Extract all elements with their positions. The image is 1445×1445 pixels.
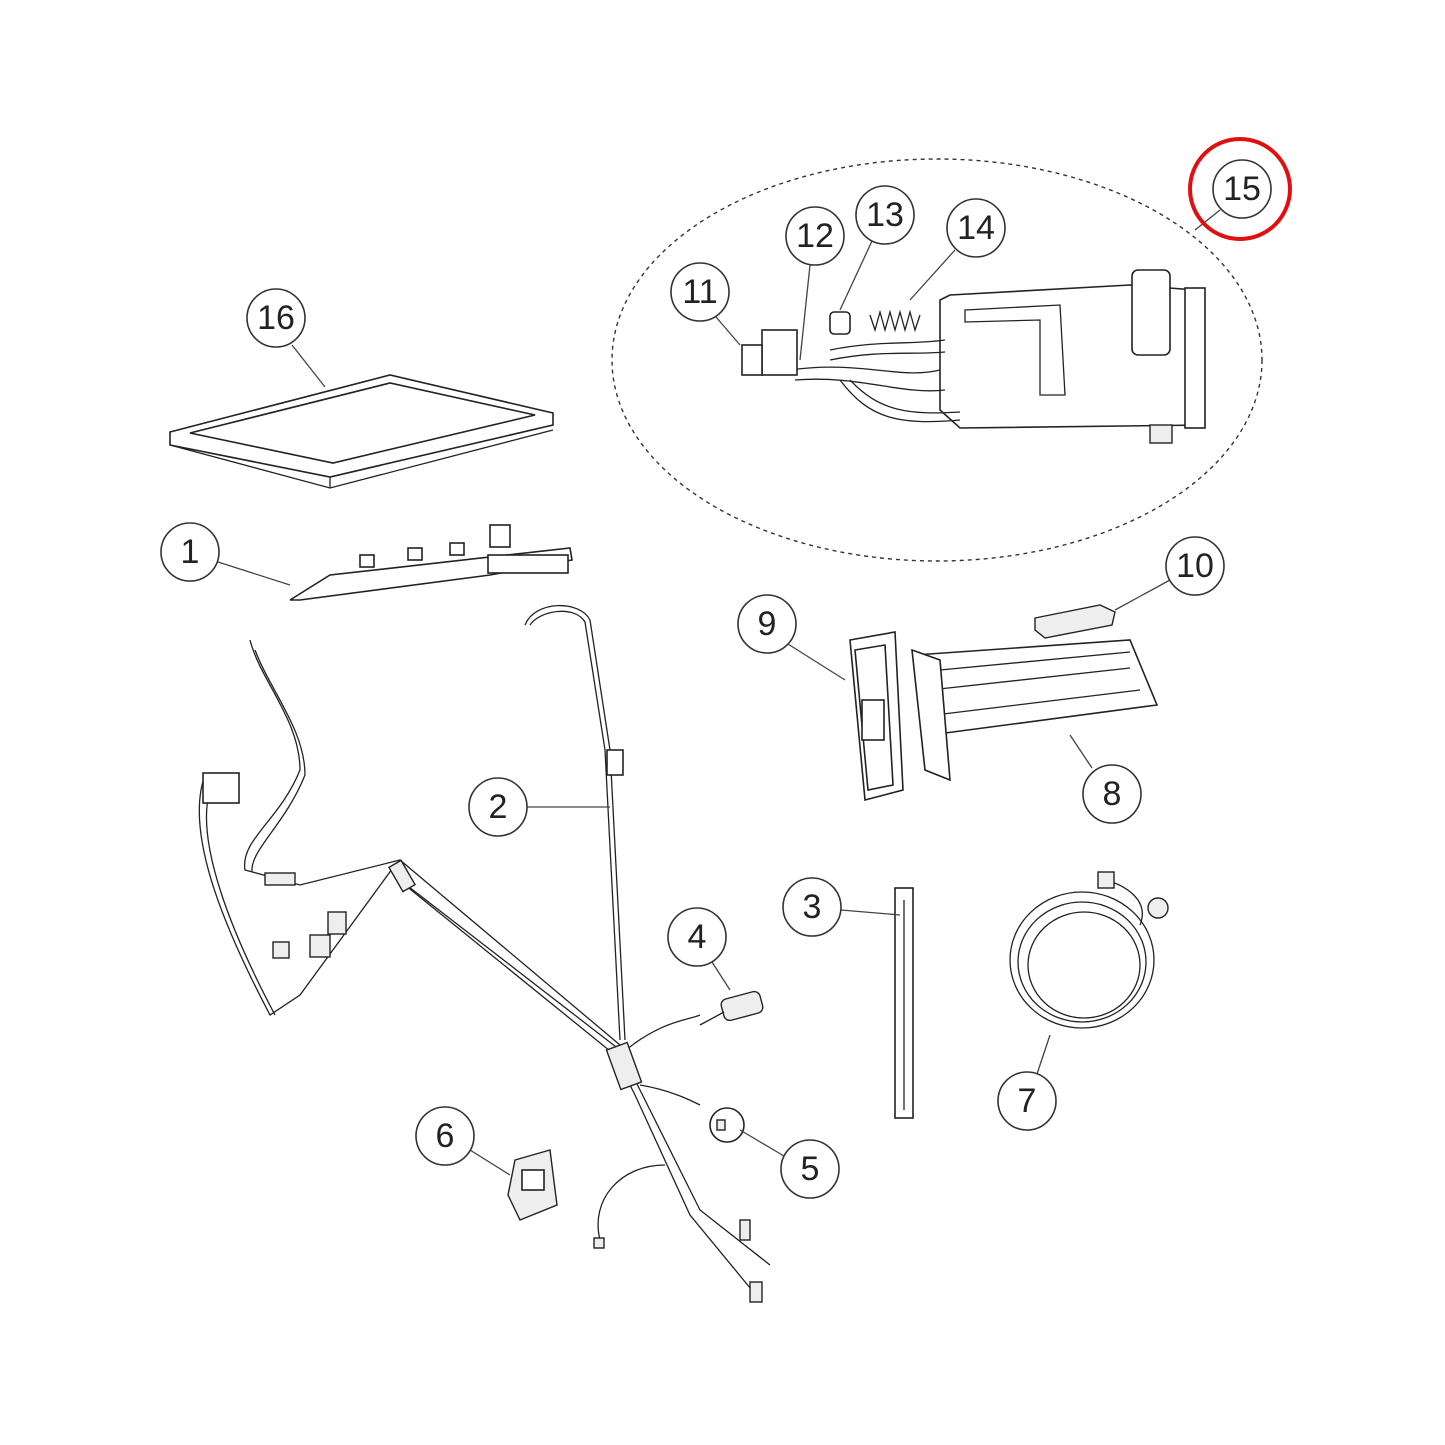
svg-text:5: 5 (801, 1150, 820, 1188)
svg-text:12: 12 (796, 217, 834, 255)
part-4-sensor[interactable] (699, 990, 764, 1026)
highlight-ring-callout-15 (1188, 137, 1292, 241)
part-5-round-sensor[interactable] (709, 1107, 745, 1143)
svg-text:10: 10 (1176, 547, 1214, 585)
callout-9: 9 (737, 594, 797, 654)
svg-text:14: 14 (957, 209, 995, 247)
part-1-rail[interactable] (289, 524, 573, 601)
callout-8: 8 (1082, 764, 1142, 824)
part-10-clip[interactable] (1034, 604, 1116, 639)
leader-lines (217, 209, 1221, 1176)
svg-text:7: 7 (1018, 1082, 1037, 1120)
callout-4: 4 (667, 907, 727, 967)
callout-1: 1 (160, 522, 220, 582)
svg-text:6: 6 (436, 1117, 455, 1155)
callout-5: 5 (780, 1139, 840, 1199)
svg-text:2: 2 (489, 788, 508, 826)
part-14-spring (869, 309, 921, 333)
part-6-switch[interactable] (507, 1149, 558, 1221)
svg-text:8: 8 (1103, 775, 1122, 813)
svg-text:15: 15 (1223, 170, 1261, 208)
svg-text:3: 3 (803, 888, 822, 926)
callout-3: 3 (782, 877, 842, 937)
callout-12: 12 (785, 206, 845, 266)
callout-13: 13 (855, 185, 915, 245)
svg-text:11: 11 (682, 273, 717, 311)
part-2-wiring-harness[interactable] (198, 604, 771, 1303)
callout-14: 14 (946, 198, 1006, 258)
svg-text:13: 13 (866, 196, 904, 234)
callout-15: 15 (1212, 159, 1272, 219)
svg-text:1: 1 (181, 533, 200, 571)
svg-text:9: 9 (758, 605, 777, 643)
part-16-top-panel[interactable] (169, 374, 554, 489)
callout-2: 2 (468, 777, 528, 837)
svg-text:4: 4 (688, 918, 707, 956)
callout-11: 11 (670, 262, 730, 322)
assembly-15-group-outline (611, 158, 1263, 562)
callout-6: 6 (415, 1106, 475, 1166)
svg-text:16: 16 (257, 299, 295, 337)
part-8-heater-tray[interactable] (911, 639, 1159, 782)
part-15-assembly[interactable] (741, 269, 1206, 444)
callout-10: 10 (1165, 536, 1225, 596)
callout-16: 16 (246, 288, 306, 348)
part-9-panel[interactable] (849, 631, 904, 802)
callout-7: 7 (997, 1071, 1057, 1131)
part-3-bracket[interactable] (894, 887, 914, 1119)
part-7-hose[interactable] (1009, 871, 1169, 1029)
